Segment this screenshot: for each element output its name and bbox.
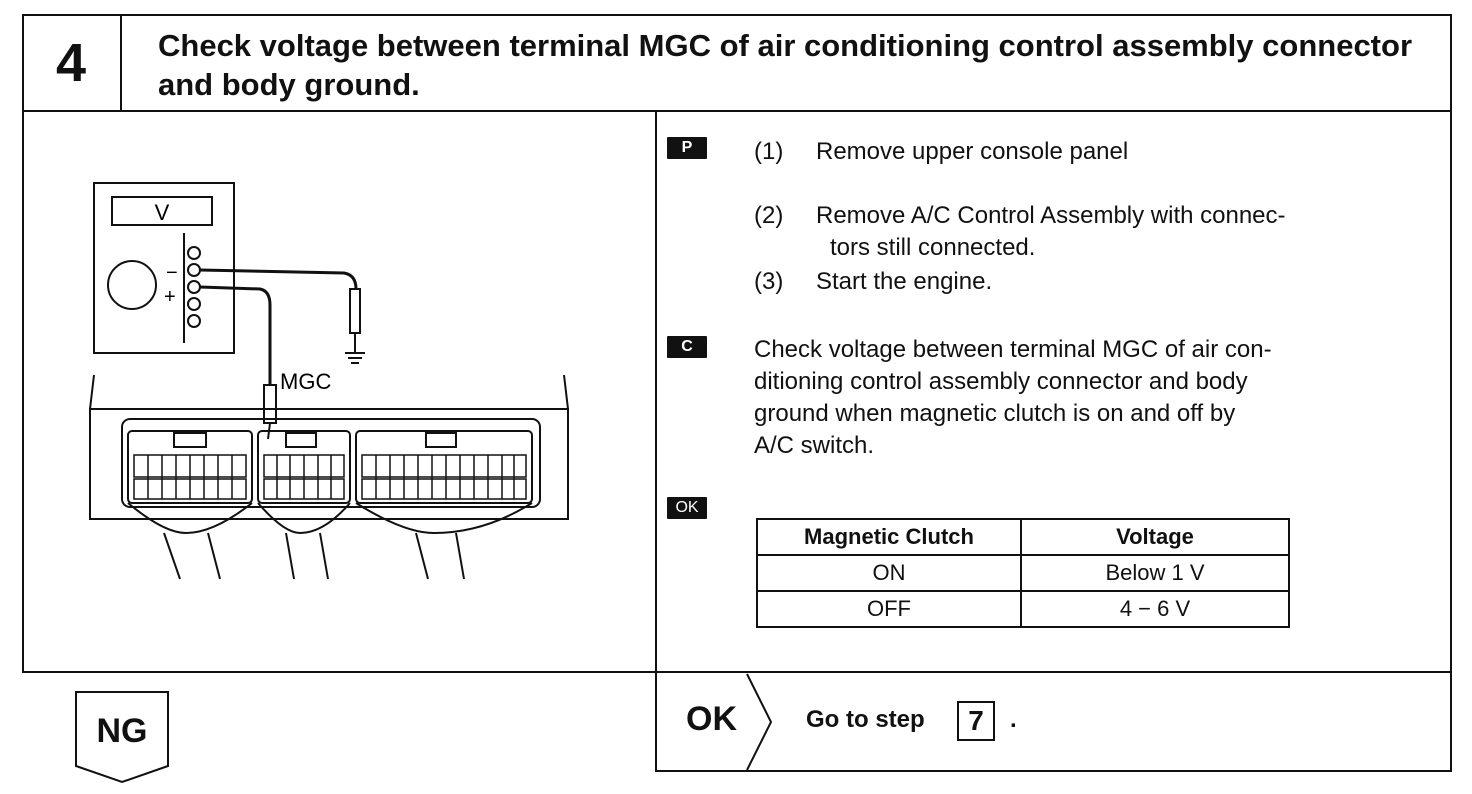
ok-arrow-shape	[746, 673, 773, 771]
cell-clutch-on: ON	[756, 554, 1022, 592]
step-2-text-line1: Remove A/C Control Assembly with connec-	[816, 202, 1286, 229]
ok-label: OK	[686, 700, 737, 738]
cell-clutch-off: OFF	[756, 590, 1022, 628]
voltmeter-display-label: V	[155, 200, 170, 225]
table-row: OFF 4 − 6 V	[756, 590, 1290, 628]
goto-step-suffix: .	[1010, 706, 1017, 733]
step-header	[22, 14, 1452, 112]
table-row: ON Below 1 V	[756, 554, 1290, 592]
minus-terminal-label: −	[166, 262, 178, 284]
ng-label: NG	[96, 712, 148, 750]
step-title: Check voltage between terminal MGC of ai…	[158, 28, 1413, 102]
step-number-cell	[22, 14, 122, 112]
ok-result-box	[655, 672, 1452, 772]
plus-terminal-label: +	[164, 286, 176, 308]
wiring-diagram: V − + MGC	[88, 182, 570, 580]
voltmeter-dial	[107, 260, 157, 310]
check-tag: C	[667, 336, 707, 358]
voltmeter-body	[93, 182, 235, 354]
cell-voltage-off: 4 − 6 V	[1020, 590, 1290, 628]
column-divider	[655, 111, 657, 771]
goto-step-text: Go to step	[806, 706, 925, 733]
cell-voltage-on: Below 1 V	[1020, 554, 1290, 592]
ok-tag: OK	[667, 497, 707, 519]
goto-step-link[interactable]: 7	[957, 701, 995, 741]
check-line-1: Check voltage between terminal MGC of ai…	[754, 336, 1272, 363]
mgc-terminal-label: MGC	[280, 369, 331, 394]
check-line-4: A/C switch.	[754, 432, 875, 459]
check-line-2: ditioning control assembly connector and…	[754, 368, 1248, 395]
step-number: 4	[55, 33, 87, 93]
step-3-text: Start the engine.	[816, 268, 993, 295]
step-2-number: (2)	[754, 202, 784, 229]
step-3-number: (3)	[754, 268, 784, 295]
step-body-frame	[22, 111, 1452, 673]
step-1-number: (1)	[754, 138, 784, 165]
header-voltage: Voltage	[1020, 518, 1290, 556]
header-magnetic-clutch: Magnetic Clutch	[756, 518, 1022, 556]
step-1-text: Remove upper console panel	[816, 138, 1129, 165]
spec-table: Magnetic Clutch Voltage ON Below 1 V OFF…	[756, 518, 1290, 628]
step-2-text-line2: tors still connected.	[830, 234, 1036, 261]
table-header-row: Magnetic Clutch Voltage	[756, 518, 1290, 556]
check-line-3: ground when magnetic clutch is on and of…	[754, 400, 1236, 427]
voltmeter-display	[111, 196, 213, 226]
prep-tag: P	[667, 137, 707, 159]
ng-tag-shape	[75, 691, 169, 784]
